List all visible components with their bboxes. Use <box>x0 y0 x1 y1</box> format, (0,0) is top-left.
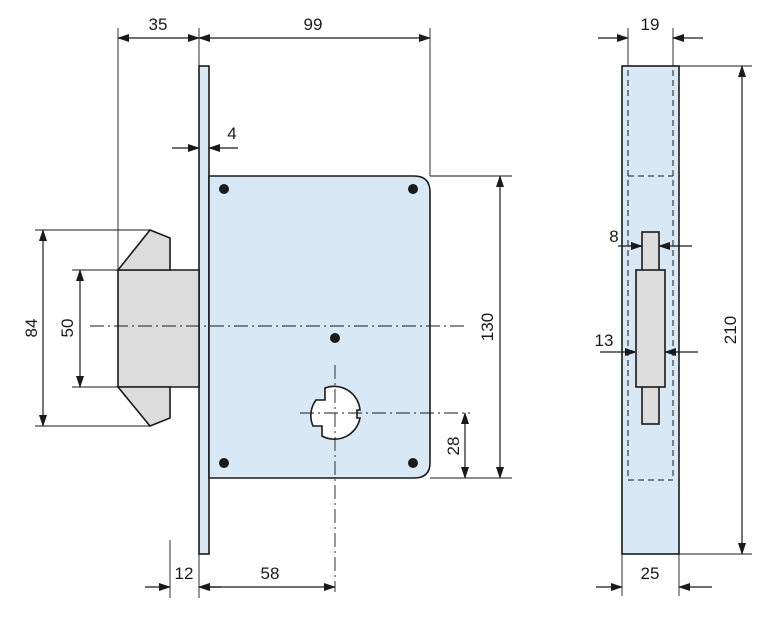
front-view: 35 99 4 84 50 130 28 12 58 <box>22 15 512 598</box>
dim-label-84: 84 <box>22 319 41 338</box>
faceplate <box>198 65 210 555</box>
dead-bolt-bevel-bottom <box>116 386 171 427</box>
dim-label-19: 19 <box>641 15 660 34</box>
screw-hole-bottom-right <box>408 458 418 468</box>
side-view: 19 8 13 210 25 <box>595 15 752 596</box>
dim-label-50: 50 <box>58 319 77 338</box>
dim-label-25: 25 <box>641 564 660 583</box>
dim-label-12: 12 <box>175 564 194 583</box>
screw-hole-top-right <box>408 184 418 194</box>
dim-label-58: 58 <box>261 564 280 583</box>
side-bolt-body <box>635 269 666 388</box>
dim-label-99: 99 <box>304 15 323 34</box>
dead-bolt-bevel <box>116 229 171 271</box>
dim-label-35: 35 <box>149 15 168 34</box>
dim-label-4: 4 <box>227 124 236 143</box>
screw-hole-bottom-left <box>219 458 229 468</box>
dim-label-8: 8 <box>609 227 618 246</box>
screw-hole-top-left <box>219 184 229 194</box>
lock-case <box>208 175 431 479</box>
spindle-hole <box>330 333 340 343</box>
dim-label-210: 210 <box>721 316 740 344</box>
dim-label-130: 130 <box>478 313 497 341</box>
dim-label-28: 28 <box>444 437 463 456</box>
dead-bolt <box>117 269 200 388</box>
dim-label-13: 13 <box>595 331 614 350</box>
